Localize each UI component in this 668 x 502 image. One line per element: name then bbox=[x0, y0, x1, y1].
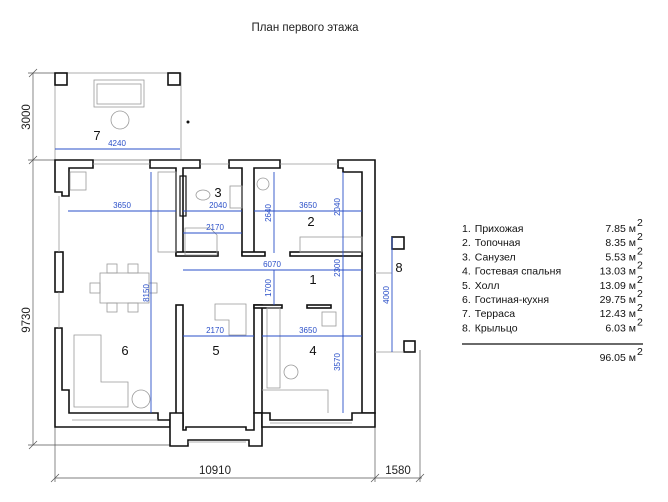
dim-porch-length: 4000 bbox=[382, 286, 391, 304]
room-number-4: 4 bbox=[309, 343, 316, 358]
terrace-post bbox=[54, 72, 68, 86]
dim-overall-width: 10910 bbox=[199, 465, 231, 477]
plan-title: План первого этажа bbox=[251, 22, 359, 34]
terrace bbox=[54, 72, 190, 161]
legend-room-area: 5.53 м bbox=[605, 251, 636, 263]
legend-unit-sup: 2 bbox=[637, 288, 643, 300]
dim-hall-height-a: 2300 bbox=[333, 259, 342, 277]
walls bbox=[54, 159, 376, 447]
dim-hall-width: 6070 bbox=[263, 260, 281, 269]
dim-porch-width: 1580 bbox=[385, 465, 411, 477]
porch-post bbox=[403, 340, 416, 353]
stairs-icon bbox=[214, 303, 247, 336]
legend-unit-sup: 2 bbox=[637, 302, 643, 314]
legend-total: 96.05 м bbox=[600, 352, 636, 364]
legend-room-name: 1.Прихожая bbox=[462, 223, 523, 235]
boiler-icon bbox=[179, 175, 187, 217]
room-number-2: 2 bbox=[307, 214, 314, 229]
sofa-icon bbox=[93, 79, 145, 108]
dim-boiler-width: 3650 bbox=[299, 201, 317, 210]
legend-unit-sup: 2 bbox=[637, 217, 643, 229]
dim-boiler-height-a: 2640 bbox=[264, 204, 273, 222]
dim-foyer-width: 2170 bbox=[206, 326, 224, 335]
toilet-icon bbox=[195, 189, 211, 201]
room-number-8: 8 bbox=[395, 260, 402, 275]
furniture bbox=[69, 171, 416, 413]
sink-icon bbox=[229, 185, 243, 209]
room-number-1: 1 bbox=[309, 272, 316, 287]
room-number-7: 7 bbox=[93, 128, 100, 143]
washer-icon bbox=[256, 177, 270, 191]
legend-unit-sup: 2 bbox=[637, 245, 643, 257]
dim-bath-lower: 2170 bbox=[206, 223, 224, 232]
room-number-5: 5 bbox=[212, 343, 219, 358]
wardrobe-icon bbox=[299, 236, 363, 253]
dim-overall-height: 9730 bbox=[21, 307, 33, 333]
legend-room-area: 7.85 м bbox=[605, 223, 636, 235]
dim-bath-width: 2040 bbox=[209, 201, 227, 210]
legend-room-area: 13.03 м bbox=[600, 266, 636, 278]
legend-room-area: 12.43 м bbox=[600, 308, 636, 320]
legend-room-name: 5.Холл bbox=[462, 280, 500, 292]
armchair-icon bbox=[283, 364, 299, 380]
legend-unit-sup: 2 bbox=[637, 231, 643, 243]
terrace-post bbox=[167, 72, 181, 86]
porch-post bbox=[391, 236, 405, 250]
dim-hall-height-b: 1700 bbox=[264, 279, 273, 297]
interior-dimension-lines bbox=[68, 172, 393, 413]
stove-icon bbox=[321, 311, 337, 327]
legend-unit-sup: 2 bbox=[637, 274, 643, 286]
corner-sofa-icon bbox=[73, 334, 129, 408]
legend-room-area: 29.75 м bbox=[600, 294, 636, 306]
legend-unit-sup: 2 bbox=[637, 260, 643, 272]
dim-boiler-height-b: 2040 bbox=[333, 198, 342, 216]
side-table-icon bbox=[131, 389, 151, 409]
dim-guest-height: 3570 bbox=[333, 353, 342, 371]
legend-room-name: 6.Гостиная-кухня bbox=[462, 294, 549, 306]
legend-total-sup: 2 bbox=[637, 346, 643, 358]
legend-unit-sup: 2 bbox=[637, 316, 643, 328]
table-icon bbox=[110, 110, 130, 130]
room-number-3: 3 bbox=[214, 185, 221, 200]
desk-icon bbox=[262, 389, 329, 413]
legend-room-name: 3.Санузел bbox=[462, 251, 516, 263]
closet-icon bbox=[266, 307, 281, 389]
legend-room-area: 8.35 м bbox=[605, 237, 636, 249]
dim-terrace-depth: 3000 bbox=[21, 104, 33, 130]
legend-room-name: 2.Топочная bbox=[462, 237, 520, 249]
room-number-6: 6 bbox=[121, 343, 128, 358]
dim-terrace-width: 4240 bbox=[108, 139, 126, 148]
legend-room-name: 4.Гостевая спальня bbox=[462, 266, 561, 278]
dim-living-width: 3650 bbox=[113, 201, 131, 210]
legend-room-area: 13.09 м bbox=[600, 280, 636, 292]
dim-living-height: 8150 bbox=[142, 284, 151, 302]
kitchen-counter-icon bbox=[157, 171, 177, 253]
shower-icon bbox=[184, 227, 218, 256]
legend-room-area: 6.03 м bbox=[605, 322, 636, 334]
door-marker-icon bbox=[186, 120, 190, 124]
legend-room-name: 8.Крыльцо bbox=[462, 322, 518, 334]
legend-room-name: 7.Терраса bbox=[462, 308, 515, 320]
stove-icon bbox=[69, 171, 87, 191]
dim-guest-width: 3650 bbox=[299, 326, 317, 335]
